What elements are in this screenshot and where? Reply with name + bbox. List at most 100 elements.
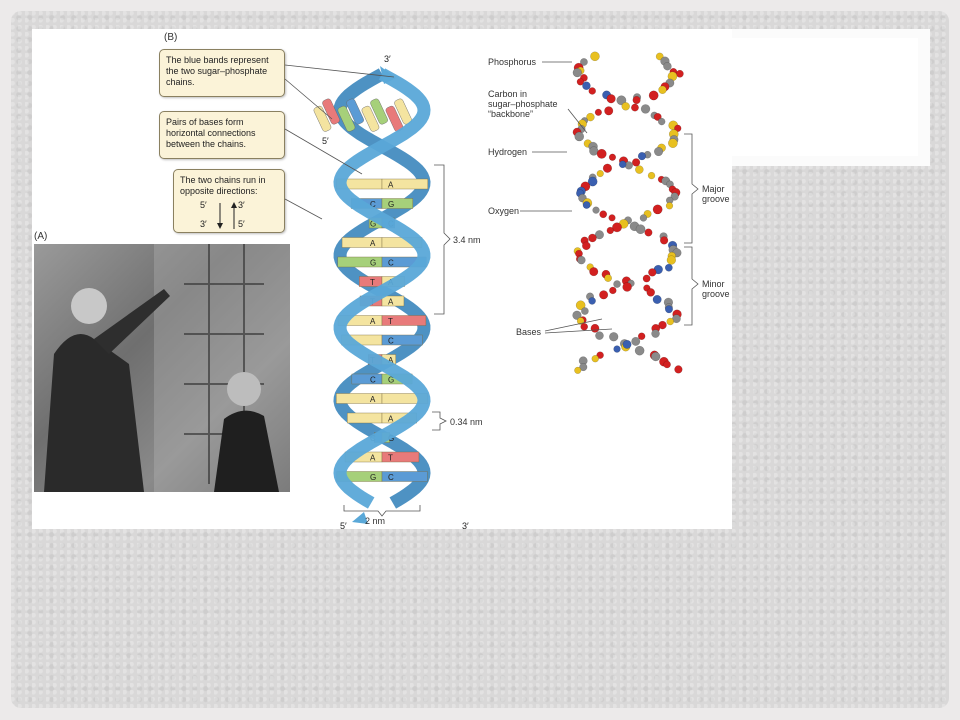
callout-line: chains. (166, 77, 195, 87)
base-letter-left: G (370, 259, 376, 268)
label-line: sugar–phosphate (488, 99, 558, 109)
atom (647, 171, 656, 180)
atom (604, 106, 614, 116)
callout-line: opposite directions: (180, 186, 258, 196)
label-phosphorus: Phosphorus (488, 57, 537, 67)
callout-line: The blue bands represent (166, 55, 269, 65)
base-letter-left: T (370, 278, 375, 287)
callout-line: The two chains run in (180, 175, 266, 185)
atom (654, 147, 664, 157)
atom (631, 336, 641, 346)
atom (655, 52, 664, 61)
label-hydrogen: Hydrogen (488, 147, 528, 157)
base-letter-right: C (388, 259, 394, 268)
label-line: Minor (702, 279, 725, 289)
atom (575, 300, 586, 311)
leader-line (544, 318, 603, 332)
atom (642, 274, 651, 283)
atom (602, 163, 612, 173)
atom (663, 62, 672, 71)
atom (594, 108, 602, 116)
callout-line: the two sugar–phosphate (166, 66, 268, 76)
atom (637, 152, 647, 161)
atom (590, 51, 600, 62)
atom (665, 202, 674, 210)
atom (651, 351, 661, 362)
atom (635, 224, 646, 235)
atom (646, 288, 655, 297)
panel-a-label: (A) (34, 231, 48, 242)
atom (658, 85, 667, 94)
atom (582, 81, 591, 90)
atom (574, 366, 582, 374)
helix-end-label: 3′ (462, 521, 469, 531)
atom (613, 345, 621, 353)
direction-label: 5′ (238, 219, 245, 229)
leader-line (284, 78, 333, 120)
atom (670, 192, 679, 201)
atom (582, 201, 591, 209)
atom (658, 320, 667, 330)
label-oxygen: Oxygen (488, 206, 520, 216)
atom (621, 102, 630, 111)
atom (599, 210, 608, 219)
base-right (381, 178, 429, 190)
annotation-lines (284, 61, 699, 517)
major-groove-bracket (684, 133, 699, 244)
base-letter-left: C (370, 376, 376, 385)
atom (674, 124, 682, 132)
atom (588, 87, 596, 95)
base-letter-right: C (388, 337, 394, 346)
minor-groove-bracket (684, 246, 699, 326)
atom (616, 95, 627, 106)
atom (596, 170, 604, 178)
callout-line: between the chains. (166, 139, 247, 149)
dna-figure: (B) (A) The blue bands represent the two… (32, 29, 732, 531)
base-letter-right: G (388, 376, 394, 385)
atom (660, 236, 669, 245)
atom (609, 286, 617, 295)
atom (635, 165, 644, 174)
atom (652, 295, 662, 304)
atom (574, 131, 585, 142)
atom (652, 204, 663, 215)
base-right (381, 315, 427, 326)
atom (653, 113, 662, 121)
direction-label: 5′ (200, 200, 207, 210)
atom (599, 290, 609, 300)
atom (577, 255, 586, 265)
atom (588, 233, 597, 243)
label-major-groove: Major groove (702, 184, 730, 204)
atom (639, 214, 648, 222)
unpaired-base (346, 98, 364, 125)
direction-label: 3′ (238, 200, 245, 210)
atom (606, 94, 616, 104)
helix-end-label: 5′ (322, 136, 329, 146)
direction-arrow-icon (217, 202, 237, 229)
atom (637, 332, 646, 340)
base-letter-right: T (388, 317, 393, 326)
base-right (381, 451, 420, 463)
atom (572, 310, 582, 320)
rise-label: 0.34 nm (450, 417, 483, 427)
base-letter-left: A (370, 317, 376, 326)
base-letter-left: C (370, 200, 376, 209)
base-letter-right: C (388, 473, 394, 482)
base-letter-right: A (388, 298, 394, 307)
atom (634, 345, 645, 356)
callout-sugar-phosphate: The blue bands represent the two sugar–p… (159, 49, 285, 97)
unpaired-base (322, 98, 340, 125)
callout-directions: The two chains run in opposite direction… (173, 169, 285, 233)
direction-arrows: 5′ 3′ 3′ 5′ (180, 199, 278, 231)
atom (666, 255, 676, 265)
base-letter-left: A (370, 395, 376, 404)
atom (579, 363, 588, 372)
atom (622, 282, 632, 292)
unpaired-base (361, 105, 380, 132)
strand-arrowhead (380, 66, 396, 84)
atom (648, 90, 659, 101)
unpaired-base (337, 105, 356, 132)
leader-line (284, 64, 395, 78)
atom (589, 267, 599, 277)
